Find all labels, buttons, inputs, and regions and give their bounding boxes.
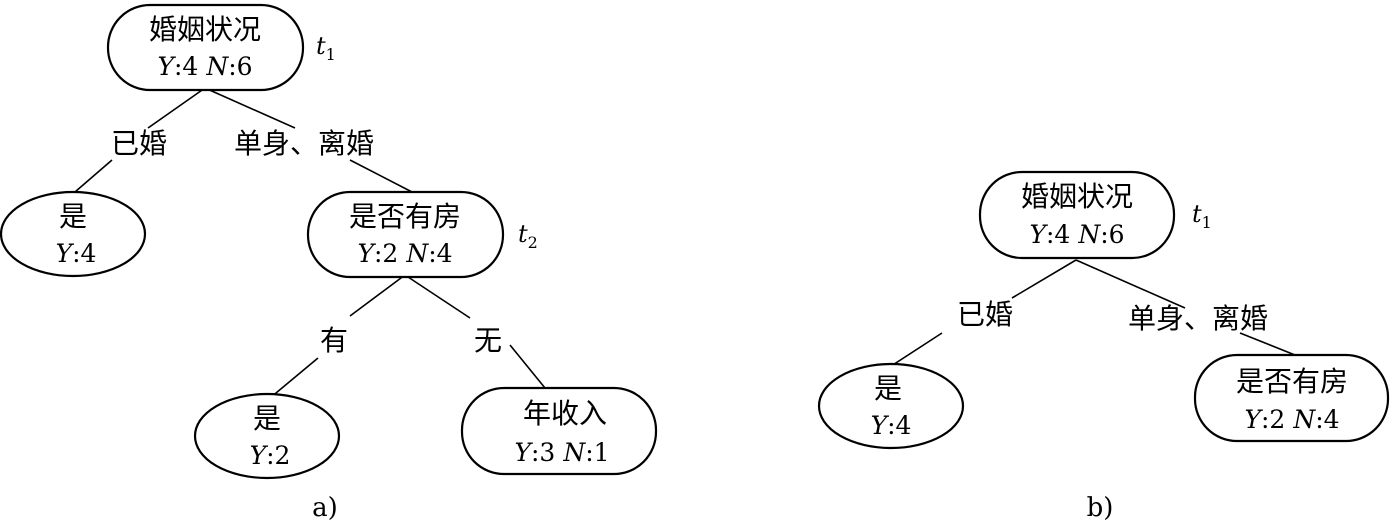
caption-b: b): [1087, 493, 1114, 523]
node-b-has-house-label: 是否有房: [1236, 365, 1348, 398]
edge-single-label-to-house: [349, 159, 413, 193]
leaf-yes-a-shape: [0, 190, 147, 278]
edge-house-to-has-label: [349, 274, 406, 317]
node-marital-status-shape: [106, 3, 305, 92]
edge-has-label-to-leaf: [269, 357, 319, 399]
edge-none-label-to-income: [509, 344, 546, 389]
leaf-b-yes: 是 Y:4: [817, 362, 965, 450]
edge-b-root-to-single-label: [1075, 259, 1186, 309]
node-b-marital-status-label: 婚姻状况: [1021, 180, 1133, 213]
leaf-yes-a-label: 是: [59, 200, 87, 233]
node-income-label: 年收入: [523, 397, 607, 430]
node-income-shape: [460, 386, 658, 476]
edge-b-single-label-to-house: [1239, 332, 1296, 356]
leaf-b-yes-counts: Y:4: [871, 411, 912, 440]
node-has-house-tag: t2: [518, 220, 538, 252]
node-has-house-label: 是否有房: [349, 200, 461, 233]
edge-label-has: 有: [320, 324, 348, 357]
leaf-yes2-a: 是 Y:2: [193, 392, 341, 480]
node-b-has-house-shape: [1193, 353, 1390, 443]
leaf-yes-a-counts: Y:4: [56, 239, 97, 268]
node-marital-status-label: 婚姻状况: [149, 13, 261, 46]
leaf-b-yes-label: 是: [874, 372, 902, 405]
leaf-yes2-a-counts: Y:2: [250, 441, 291, 470]
leaf-b-yes-shape: [817, 362, 965, 450]
node-b-marital-status-tag: t1: [1192, 200, 1212, 232]
node-has-house-shape: [306, 190, 505, 279]
edge-b-label-married: 已婚: [957, 298, 1013, 331]
edge-label-none: 无: [474, 324, 502, 357]
edge-label-single-divorced: 单身、离婚: [234, 127, 374, 160]
edge-b-root-to-married-label: [1011, 259, 1077, 299]
edge-house-to-none-label: [404, 274, 471, 319]
edge-root-to-single-label: [204, 87, 296, 129]
node-marital-status-tag: t1: [316, 32, 336, 64]
node-b-marital-status-shape: [978, 170, 1176, 260]
edge-label-married: 已婚: [111, 127, 167, 160]
leaf-yes2-a-shape: [193, 392, 341, 480]
caption-a: a): [312, 493, 338, 523]
leaf-yes2-a-label: 是: [253, 402, 281, 435]
edge-b-label-single-divorced: 单身、离婚: [1128, 302, 1268, 335]
leaf-yes-a: 是 Y:4: [0, 190, 147, 278]
edge-root-to-married-label: [147, 87, 206, 129]
